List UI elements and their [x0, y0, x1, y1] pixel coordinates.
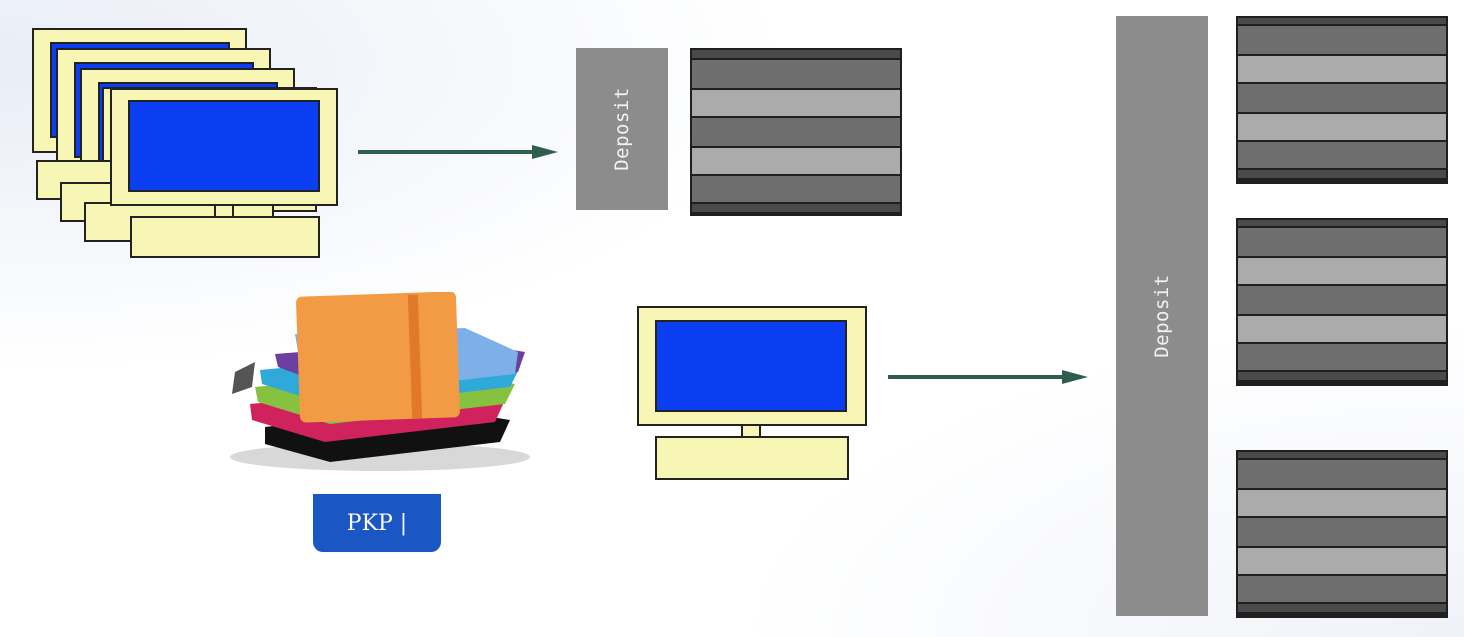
arrow-top	[358, 145, 558, 159]
storage-stack-right-2	[1236, 218, 1448, 386]
pkp-logo-badge: PKP |	[313, 494, 441, 552]
books-stack-image	[230, 292, 530, 471]
storage-stack-top	[690, 48, 902, 216]
deposit-label-right: Deposit	[1150, 274, 1173, 358]
deposit-bar-top: Deposit	[576, 48, 668, 210]
storage-stack-right-3	[1236, 450, 1448, 618]
arrow-bottom	[888, 370, 1088, 384]
storage-stack-right-1	[1236, 16, 1448, 184]
deposit-bar-right: Deposit	[1116, 16, 1208, 616]
pkp-logo-text: PKP |	[346, 510, 408, 536]
deposit-label-top: Deposit	[610, 87, 633, 171]
